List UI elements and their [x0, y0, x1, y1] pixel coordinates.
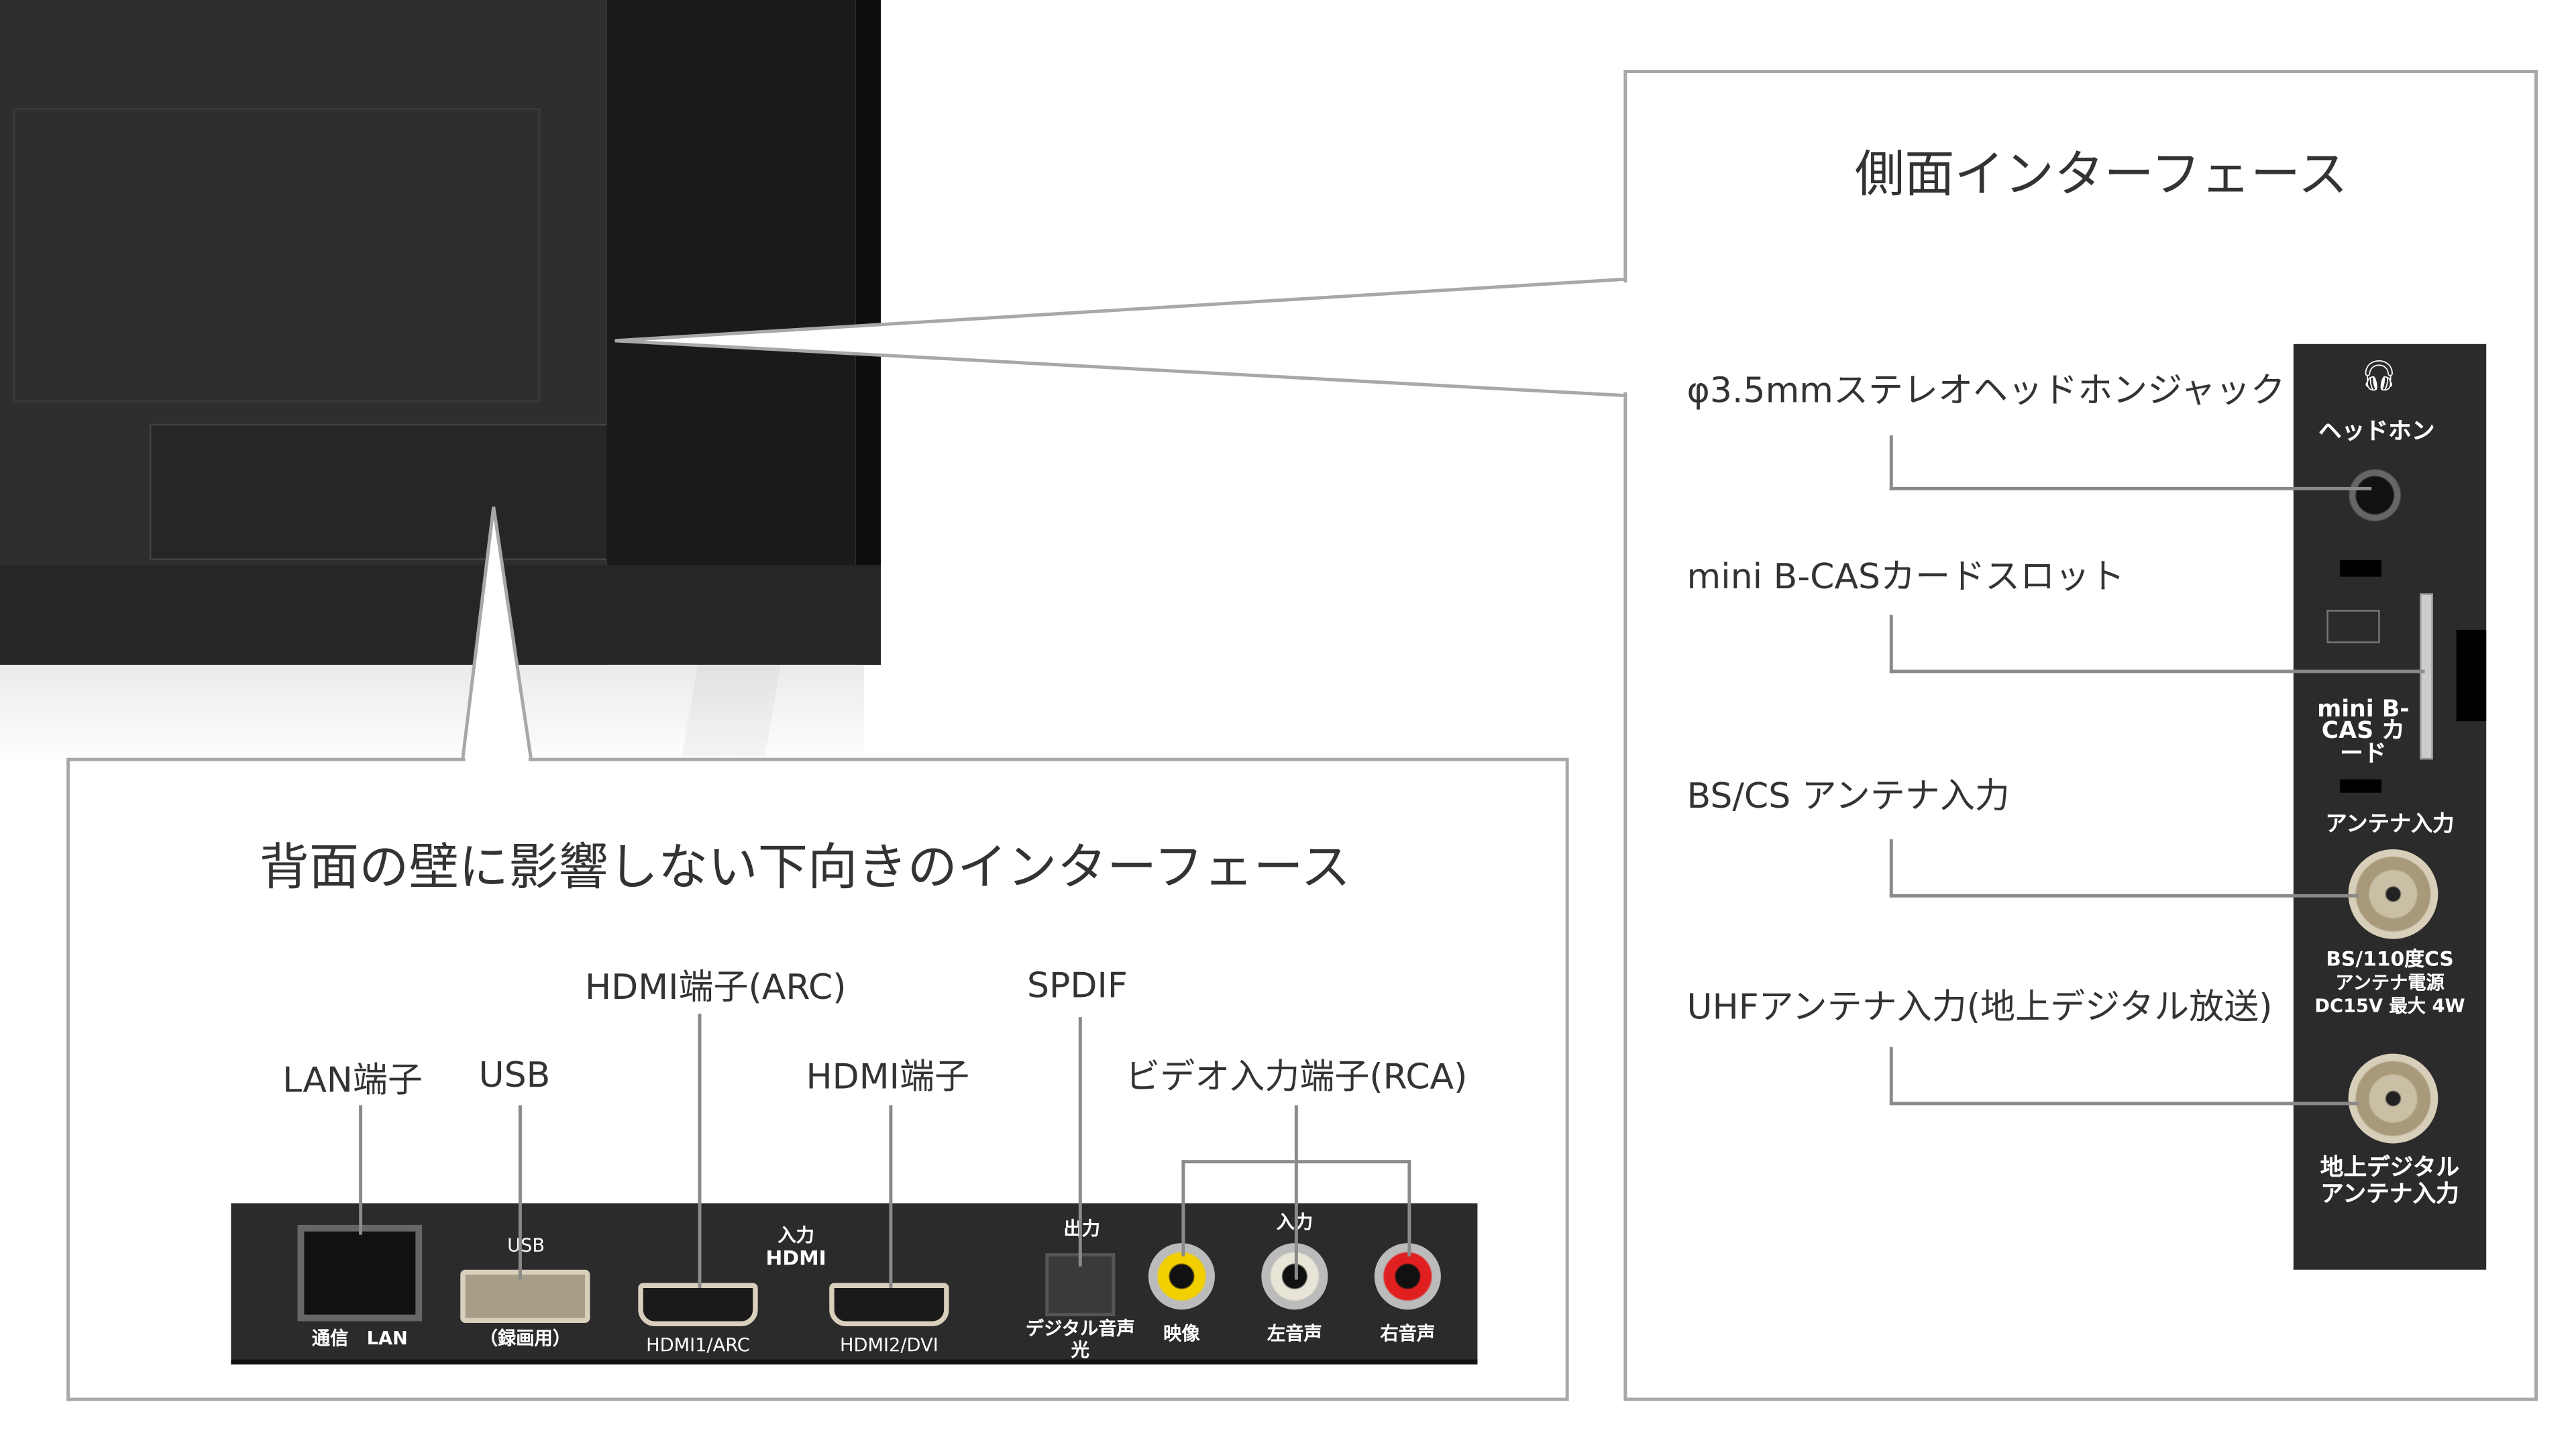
- headphone-icon: 🎧︎: [2359, 359, 2398, 394]
- headphone-jack: [2343, 464, 2407, 527]
- card-icon: [2326, 610, 2380, 643]
- terrestrial-text-1: 地上デジタル: [2320, 1155, 2460, 1182]
- uhf-antenna-label: UHFアンテナ入力(地上デジタル放送): [1686, 987, 2273, 1028]
- rear-interface-title: 背面の壁に影響しない下向きのインターフェース: [259, 839, 1351, 898]
- audio-right-text: 右音声: [1380, 1323, 1436, 1345]
- bs-text-1: BS/110度CS: [2326, 947, 2454, 971]
- side-device-panel: 🎧︎ ヘッドホン mini B-CAS カード アンテナ入力 BS/110度CS…: [2293, 343, 2487, 1270]
- hdmi-group-text: 入力: [777, 1224, 814, 1247]
- usb-label: USB: [478, 1055, 551, 1095]
- bs-text-2: アンテナ電源: [2335, 972, 2445, 994]
- bcas-slot: [2420, 593, 2433, 760]
- usb-port: [460, 1269, 590, 1324]
- lan-label: LAN端子: [282, 1060, 423, 1101]
- usb-text: （録画用）: [479, 1328, 571, 1350]
- side-interface-title: 側面インターフェース: [1854, 146, 2348, 205]
- optical-text-1: デジタル音声: [1025, 1318, 1135, 1340]
- bcas-text: mini B-CAS カード: [2317, 696, 2410, 767]
- optical-text-2: 光: [1071, 1339, 1089, 1361]
- lan-text: 通信 LAN: [311, 1328, 408, 1350]
- video-text: 映像: [1163, 1323, 1200, 1345]
- lan-port: [297, 1224, 423, 1322]
- hdmi2-port: [829, 1283, 949, 1326]
- hdmi-label: HDMI端子: [806, 1057, 970, 1097]
- spdif-label: SPDIF: [1027, 965, 1128, 1006]
- headphone-text: ヘッドホン: [2318, 419, 2435, 445]
- antenna-in-text: アンテナ入力: [2325, 812, 2455, 838]
- hdmi1-text: HDMI1/ARC: [646, 1334, 750, 1356]
- video-rca-label: ビデオ入力端子(RCA): [1125, 1057, 1468, 1097]
- bs-text-3: DC15V 最大 4W: [2314, 995, 2465, 1018]
- audio-left-text: 左音声: [1267, 1323, 1322, 1345]
- hdmi-arc-label: HDMI端子(ARC): [585, 967, 847, 1008]
- tv-rear-image: [0, 0, 881, 765]
- audio-right-rca-port: [1374, 1243, 1441, 1310]
- hdmi2-text: HDMI2/DVI: [840, 1334, 938, 1356]
- bscs-antenna-label: BS/CS アンテナ入力: [1686, 775, 2010, 816]
- usb-top-text: USB: [507, 1234, 545, 1256]
- rear-port-strip: 通信 LAN USB （録画用） 入力 HDMI HDMI1/ARC HDMI2…: [231, 1203, 1478, 1364]
- headphone-jack-label: φ3.5mmステレオヘッドホンジャック: [1686, 370, 2286, 411]
- hdmi1-port: [638, 1283, 758, 1326]
- bcas-slot-label: mini B-CASカードスロット: [1686, 556, 2125, 597]
- bscs-antenna-port: [2348, 849, 2438, 939]
- terrestrial-text-2: アンテナ入力: [2320, 1181, 2459, 1209]
- terrestrial-antenna-port: [2348, 1053, 2438, 1144]
- hdmi-logo: HDMI: [765, 1246, 826, 1270]
